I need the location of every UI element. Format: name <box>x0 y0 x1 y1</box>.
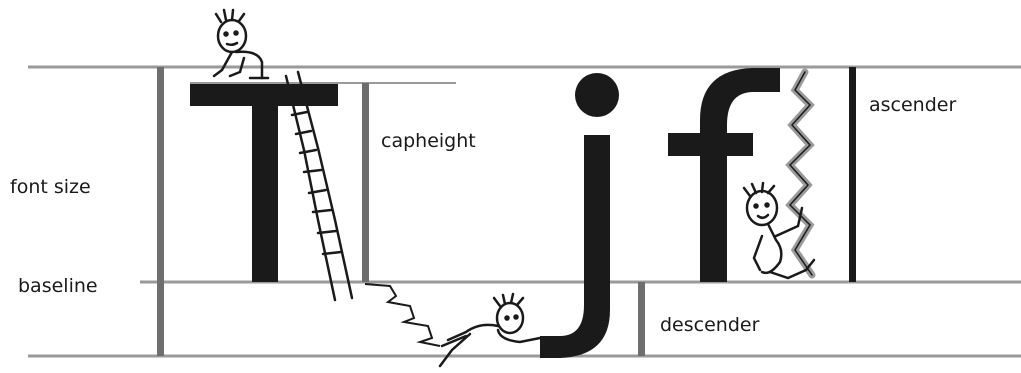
capital-t-glyph <box>190 84 338 282</box>
descender-label: descender <box>660 314 760 336</box>
font-size-label: font size <box>10 176 91 198</box>
stick-figure-lying-icon <box>438 292 542 368</box>
ascender-bar <box>849 67 856 282</box>
capheight-bar <box>362 83 369 282</box>
capheight-label: capheight <box>381 130 476 152</box>
descender-bar <box>638 282 645 356</box>
ladder-icon <box>284 70 354 302</box>
wavy-rope-line <box>364 283 441 347</box>
lowercase-f-glyph <box>668 68 780 282</box>
ascender-label: ascender <box>869 94 956 116</box>
font-size-bar <box>157 67 164 356</box>
baseline-label: baseline <box>18 275 98 297</box>
stick-figure-climbing-rope-icon <box>742 68 816 280</box>
stick-figure-on-capital-icon <box>212 8 270 80</box>
lowercase-j-glyph <box>540 73 619 358</box>
